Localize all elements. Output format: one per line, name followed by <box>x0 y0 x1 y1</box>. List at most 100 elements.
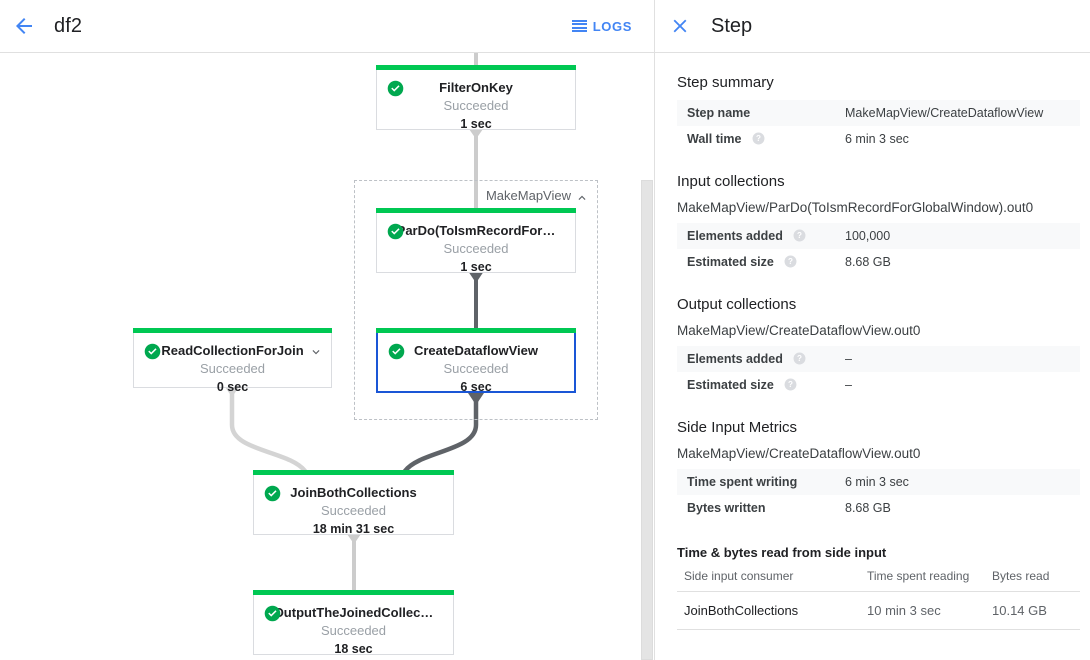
table-row: Elements added ? 100,000 <box>677 223 1080 249</box>
table-row: Estimated size ? 8.68 GB <box>677 249 1080 275</box>
section-heading: Output collections <box>677 296 797 313</box>
node-time: 18 min 31 sec <box>312 522 395 536</box>
row-value: MakeMapView/CreateDataflowView <box>845 106 1044 120</box>
section-side-input-metrics: Side Input Metrics MakeMapView/CreateDat… <box>655 419 1090 630</box>
node-status: Succeeded <box>443 98 509 113</box>
close-button[interactable] <box>655 0 705 53</box>
help-icon[interactable]: ? <box>793 352 806 365</box>
node-name: ParDo(ToIsmRecordFor… <box>396 223 556 238</box>
row-key-label: Wall time <box>687 132 742 146</box>
check-circle-icon <box>387 80 404 97</box>
row-key-label: Bytes written <box>687 501 766 515</box>
graph-node-outputthejoinedcollection[interactable]: OutputTheJoinedCollec… Succeeded 18 sec <box>253 590 454 656</box>
row-key: Wall time ? <box>677 126 845 152</box>
side-input-consumers-table: Side input consumer Time spent reading B… <box>677 562 1080 630</box>
logs-button-label: LOGS <box>592 18 632 34</box>
collection-name: MakeMapView/CreateDataflowView.out0 <box>677 446 921 461</box>
page-title: df2 <box>54 14 83 37</box>
row-key: Estimated size ? <box>677 372 845 398</box>
table-row: Wall time ? 6 min 3 sec <box>677 126 1080 152</box>
arrow-left-icon <box>16 18 32 34</box>
collection-name: MakeMapView/ParDo(ToIsmRecordForGlobalWi… <box>677 200 1034 215</box>
node-time: 18 sec <box>334 642 373 656</box>
table-row: Elements added ? – <box>677 346 1080 372</box>
graph-node-pardo[interactable]: ParDo(ToIsmRecordFor… Succeeded 1 sec <box>376 208 576 274</box>
row-key: Step name <box>677 100 845 126</box>
column-header-bytes: Bytes read <box>992 562 1080 592</box>
edge-readcollection-join <box>229 385 308 474</box>
row-value: 100,000 <box>845 229 891 243</box>
section-heading: Step summary <box>677 74 774 91</box>
help-icon[interactable]: ? <box>793 229 806 242</box>
edge-arrow-5 <box>347 534 361 544</box>
node-status-bar <box>253 470 454 475</box>
table-row: Time spent writing 6 min 3 sec <box>677 469 1080 495</box>
section-output-collections: Output collections MakeMapView/CreateDat… <box>655 296 1090 398</box>
node-status: Succeeded <box>443 241 509 256</box>
graph-node-createdataflowview[interactable]: CreateDataflowView Succeeded 6 sec <box>376 328 576 394</box>
check-circle-icon <box>388 343 405 360</box>
graph-node-filteronkey[interactable]: FilterOnKey Succeeded 1 sec <box>376 65 576 131</box>
node-status-bar <box>376 328 576 333</box>
row-value: – <box>845 378 852 392</box>
chevron-down-icon[interactable] <box>309 345 323 359</box>
svg-text:?: ? <box>797 231 802 240</box>
row-key: Bytes written <box>677 495 845 521</box>
row-key-label: Elements added <box>687 229 783 243</box>
node-status-bar <box>376 65 576 70</box>
row-key: Time spent writing <box>677 469 845 495</box>
table-row: Bytes written 8.68 GB <box>677 495 1080 521</box>
graph-node-readcollectionforjoin[interactable]: ReadCollectionForJoin Succeeded 0 sec <box>133 328 332 394</box>
section-input-collections: Input collections MakeMapView/ParDo(ToIs… <box>655 173 1090 275</box>
node-status: Succeeded <box>443 361 509 376</box>
row-key-label: Elements added <box>687 352 783 366</box>
help-icon[interactable]: ? <box>784 378 797 391</box>
table-row: Estimated size ? – <box>677 372 1080 398</box>
column-header-consumer: Side input consumer <box>677 562 867 592</box>
edge-arrow-4 <box>225 387 239 397</box>
side-input-table-title: Time & bytes read from side input <box>677 545 887 560</box>
row-key-label: Time spent writing <box>687 475 798 489</box>
panel-body: Step summary Step name MakeMapView/Creat… <box>655 53 1090 660</box>
node-name: JoinBothCollections <box>290 485 417 500</box>
section-heading: Input collections <box>677 173 785 190</box>
column-header-time: Time spent reading <box>867 562 992 592</box>
svg-text:?: ? <box>756 134 761 143</box>
row-value: 6 min 3 sec <box>845 132 909 146</box>
node-time: 1 sec <box>460 260 492 274</box>
chevron-up-icon[interactable] <box>575 191 589 205</box>
node-name: OutputTheJoinedCollec… <box>273 605 434 620</box>
side-input-metrics-table: Time spent writing 6 min 3 sec Bytes wri… <box>677 469 1080 521</box>
edge-arrow-1 <box>469 129 483 139</box>
output-collections-table: Elements added ? – Estimated size <box>677 346 1080 398</box>
edge-arrow-2 <box>468 271 484 283</box>
cell-bytes: 10.14 GB <box>992 591 1080 630</box>
input-collections-table: Elements added ? 100,000 Estimated size <box>677 223 1080 275</box>
row-value: – <box>845 352 852 366</box>
cell-time: 10 min 3 sec <box>867 591 992 630</box>
section-step-summary: Step summary Step name MakeMapView/Creat… <box>655 74 1090 152</box>
logs-button[interactable]: LOGS <box>571 18 632 34</box>
help-icon[interactable]: ? <box>784 255 797 268</box>
graph-scrollbar-track[interactable] <box>640 53 654 660</box>
row-value: 8.68 GB <box>845 255 891 269</box>
graph-node-joinbothcollections[interactable]: JoinBothCollections Succeeded 18 min 31 … <box>253 470 454 536</box>
job-graph-canvas[interactable]: MakeMapView FilterOnKey Succeeded 1 sec <box>0 53 654 660</box>
row-key-label: Estimated size <box>687 378 774 392</box>
graph-scrollbar-thumb[interactable] <box>641 180 653 660</box>
node-status-bar <box>133 328 332 333</box>
check-circle-icon <box>264 485 281 502</box>
node-status: Succeeded <box>320 623 387 638</box>
panel-title: Step <box>711 14 753 37</box>
svg-text:?: ? <box>788 257 793 266</box>
help-icon[interactable]: ? <box>752 132 765 145</box>
group-makemapview[interactable]: MakeMapView <box>354 180 598 420</box>
node-status: Succeeded <box>199 361 266 376</box>
node-name: ReadCollectionForJoin <box>161 343 304 358</box>
edge-createview-join <box>402 390 479 474</box>
row-value: 6 min 3 sec <box>845 475 909 489</box>
back-arrow-icon[interactable] <box>0 0 48 53</box>
node-name: CreateDataflowView <box>413 343 539 358</box>
node-status-bar <box>376 208 576 213</box>
step-summary-table: Step name MakeMapView/CreateDataflowView… <box>677 100 1080 152</box>
